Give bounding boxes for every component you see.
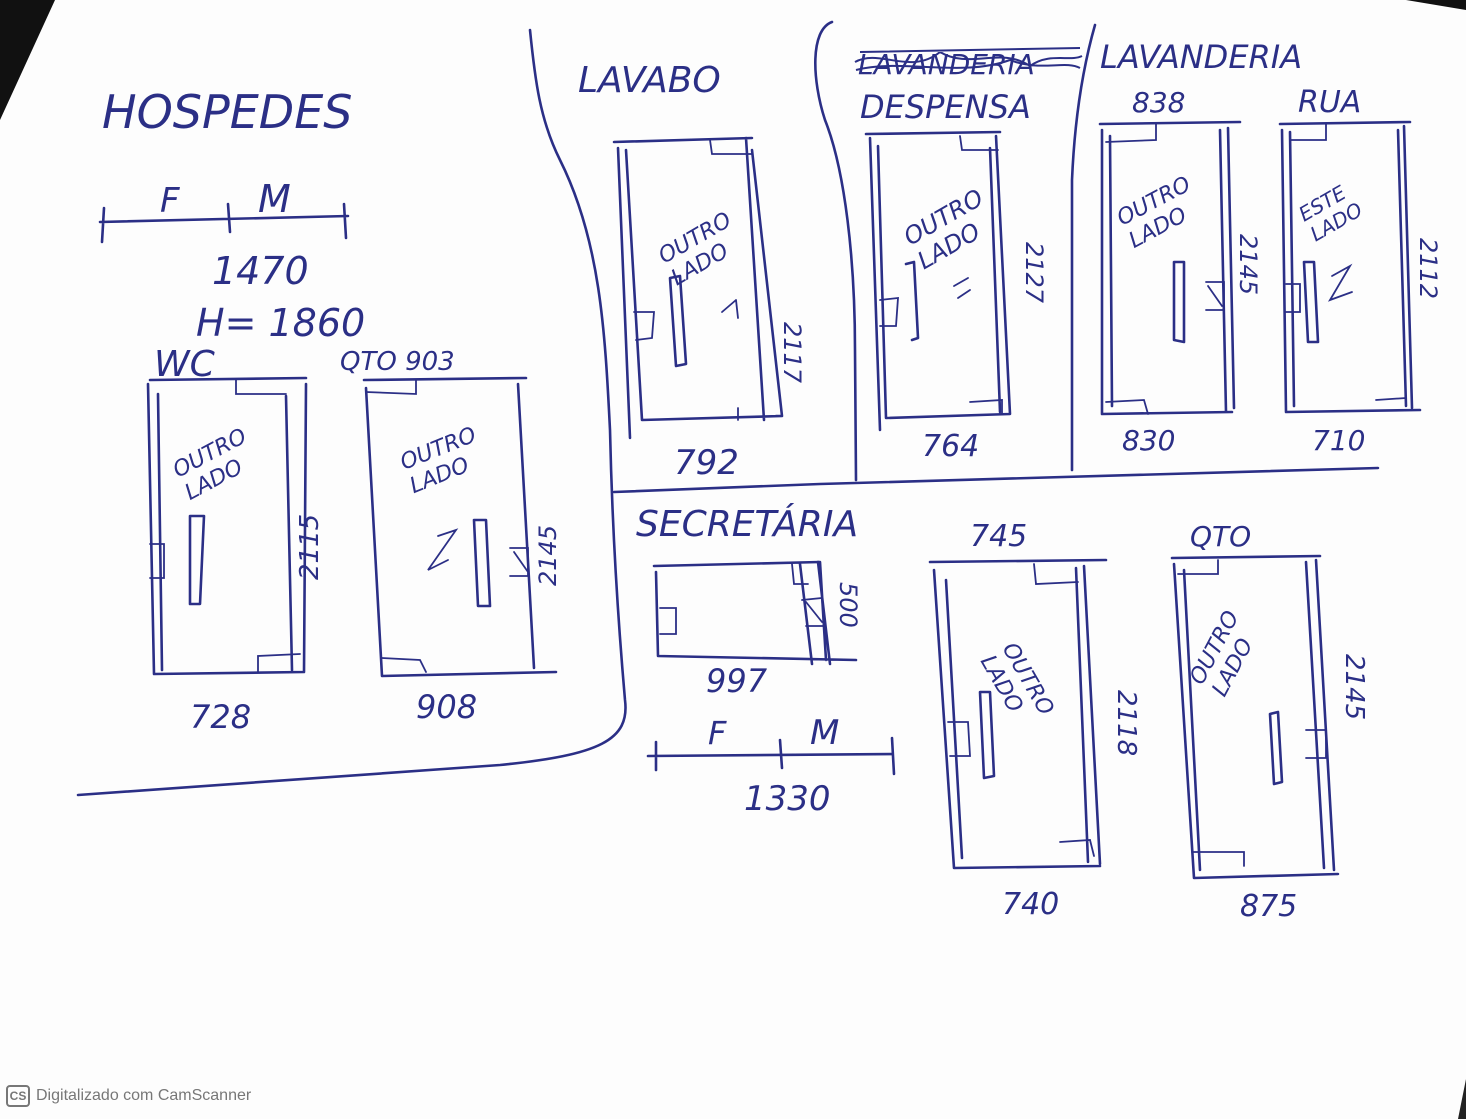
door-height: 2115 — [295, 514, 325, 580]
door-width: 875 — [1240, 889, 1297, 924]
span-left-label: F — [160, 181, 180, 221]
door-note: OUTROLADO — [655, 208, 749, 291]
span-height-value: H= 1860 — [196, 301, 365, 345]
door-label: 838 — [1132, 86, 1185, 119]
door-height: 500 — [834, 582, 862, 628]
door-745: 745 OUTROLADO 2118 740 — [928, 519, 1141, 922]
divider-line — [76, 28, 627, 797]
span-dimension-line — [646, 736, 896, 776]
door-lavabo: OUTROLADO 2117 792 — [612, 136, 806, 483]
span-right-label: M — [258, 177, 291, 221]
scan-shadow-corner — [1458, 1079, 1466, 1119]
door-width: 830 — [1122, 424, 1175, 457]
door-height: 2117 — [778, 322, 806, 384]
scan-shadow-corner — [1406, 0, 1466, 10]
door-width: 728 — [190, 698, 251, 736]
section-title-despensa: DESPENSA — [860, 88, 1031, 126]
divider-line — [814, 20, 858, 482]
door-note: OUTROLADO — [1113, 172, 1207, 254]
door-note: OUTROLADO — [1185, 607, 1267, 701]
camscanner-watermark: CS Digitalizado com CamScanner — [6, 1083, 251, 1109]
door-height: 2127 — [1020, 242, 1048, 304]
door-label: RUA — [1298, 85, 1361, 120]
span-width-value: 1330 — [744, 779, 831, 819]
divider-line — [612, 466, 1380, 494]
span-dimension-line — [98, 202, 350, 244]
span-width-value: 1470 — [212, 249, 309, 293]
door-width: 908 — [416, 688, 477, 726]
section-title-crossed-out: LAVANDERIA — [858, 48, 1035, 81]
door-note: OUTROLADO — [975, 639, 1058, 733]
span-right-label: M — [810, 713, 839, 753]
door-width: 764 — [922, 429, 979, 464]
door-wc: WC OUTROLADO 2115 728 — [146, 344, 325, 736]
scribble-strikeout — [854, 47, 1083, 71]
section-title-hospedes: HOSPEDES — [102, 85, 352, 139]
section-title-secretaria: SECRETÁRIA — [636, 503, 858, 545]
door-qto: QTO OUTROLADO 2145 875 — [1170, 520, 1369, 924]
door-width: 997 — [706, 662, 768, 700]
door-rua: RUA ESTELADO 2112 710 — [1278, 85, 1442, 457]
door-height: 2145 — [1234, 234, 1262, 295]
door-height: 2118 — [1111, 690, 1141, 756]
door-despensa: OUTROLADO 2127 764 — [864, 130, 1048, 464]
door-width: 710 — [1312, 424, 1365, 457]
section-title-lavabo: LAVABO — [578, 60, 721, 101]
door-width: 740 — [1002, 887, 1059, 922]
divider-line — [1070, 23, 1097, 472]
door-note: OUTROLADO — [397, 423, 490, 499]
door-secretaria-panel: 500 997 — [652, 560, 862, 700]
door-label: QTO — [1190, 520, 1251, 553]
section-title-lavanderia: LAVANDERIA — [1100, 38, 1302, 76]
door-qto-903: QTO 903 OUTROLADO 2145 908 — [340, 347, 562, 726]
door-label: QTO 903 — [340, 347, 455, 377]
door-label: 745 — [970, 519, 1027, 554]
door-height: 2145 — [1339, 654, 1369, 720]
door-height: 2145 — [534, 525, 562, 586]
span-left-label: F — [708, 714, 727, 752]
door-height: 2112 — [1414, 238, 1442, 299]
door-lavanderia-838: 838 OUTROLADO 2145 830 — [1098, 86, 1262, 457]
door-note: OUTROLADO — [169, 424, 263, 506]
camscanner-logo-icon: CS — [6, 1085, 30, 1107]
scan-shadow-corner — [0, 0, 55, 120]
door-width: 792 — [674, 443, 739, 483]
door-note: ESTELADO — [1295, 178, 1367, 247]
watermark-text: Digitalizado com CamScanner — [36, 1087, 252, 1104]
